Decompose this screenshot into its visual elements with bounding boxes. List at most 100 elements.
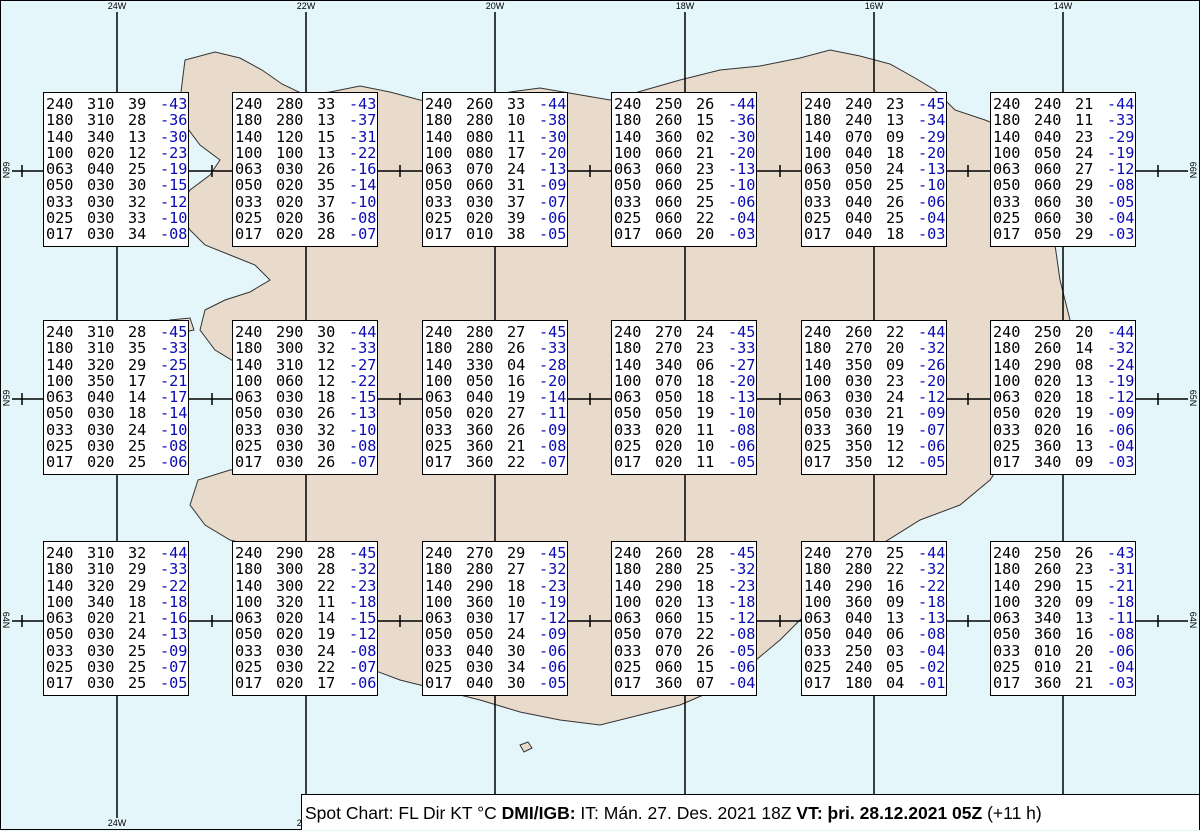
wind-direction: 050 <box>466 371 494 390</box>
wind-direction: 290 <box>1034 576 1062 595</box>
wind-speed: 35 <box>317 176 336 195</box>
wind-direction: 340 <box>87 127 115 146</box>
wind-direction: 060 <box>655 176 683 195</box>
flight-level: 140 <box>993 355 1021 374</box>
wind-direction: 020 <box>276 609 304 628</box>
temperature: -04 <box>1107 658 1135 677</box>
flight-level: 063 <box>235 609 263 628</box>
wind-speed: 24 <box>507 625 526 644</box>
flight-level: 240 <box>993 544 1021 562</box>
wind-direction: 030 <box>276 641 304 660</box>
wind-speed: 38 <box>507 225 526 244</box>
wind-speed: 34 <box>128 225 147 244</box>
wind-speed: 14 <box>128 388 147 407</box>
flight-level: 140 <box>614 576 642 595</box>
wind-direction: 340 <box>87 592 115 611</box>
wind-speed: 26 <box>1075 544 1094 562</box>
wind-direction: 010 <box>1034 641 1062 660</box>
wind-speed: 24 <box>696 323 715 341</box>
wind-speed: 10 <box>507 592 526 611</box>
wind-direction: 360 <box>466 592 494 611</box>
temperature: -18 <box>918 592 946 611</box>
wind-speed: 35 <box>128 339 147 358</box>
temperature: -32 <box>539 560 567 579</box>
wind-direction: 290 <box>1034 355 1062 374</box>
wind-speed: 33 <box>317 95 336 113</box>
wind-speed: 21 <box>1075 95 1094 113</box>
wind-direction: 040 <box>466 674 494 693</box>
temperature: -32 <box>728 560 756 579</box>
wind-direction: 350 <box>845 437 873 456</box>
wind-direction: 340 <box>1034 453 1062 472</box>
temperature: -06 <box>1107 641 1135 660</box>
wind-direction: 310 <box>87 323 115 341</box>
wind-direction: 020 <box>1034 388 1062 407</box>
wind-speed: 12 <box>886 437 905 456</box>
wind-speed: 24 <box>128 420 147 439</box>
wind-direction: 030 <box>87 674 115 693</box>
wind-direction: 040 <box>845 143 873 162</box>
wind-speed: 29 <box>128 576 147 595</box>
wind-speed: 28 <box>317 560 336 579</box>
temperature: -08 <box>349 641 377 660</box>
flight-level: 025 <box>804 437 832 456</box>
flight-level: 240 <box>46 323 74 341</box>
wind-direction: 070 <box>466 160 494 179</box>
flight-level: 063 <box>614 388 642 407</box>
wind-direction: 340 <box>655 355 683 374</box>
lat-label-left: 65N <box>1 389 11 407</box>
flight-level: 063 <box>993 609 1021 628</box>
wind-direction: 120 <box>276 127 304 146</box>
flight-level: 100 <box>46 371 74 390</box>
flight-level: 033 <box>614 420 642 439</box>
flight-level: 100 <box>425 592 453 611</box>
flight-level: 050 <box>425 176 453 195</box>
wind-direction: 030 <box>845 371 873 390</box>
flight-level: 140 <box>993 576 1021 595</box>
flight-level: 025 <box>614 437 642 456</box>
wind-speed: 04 <box>507 355 526 374</box>
wind-speed: 28 <box>317 225 336 244</box>
flight-level: 025 <box>425 658 453 677</box>
wind-direction: 320 <box>1034 592 1062 611</box>
flight-level: 240 <box>425 95 453 113</box>
temperature: -27 <box>728 355 756 374</box>
wind-direction: 300 <box>276 560 304 579</box>
wind-speed: 24 <box>1075 143 1094 162</box>
wind-speed: 19 <box>317 625 336 644</box>
temperature: -33 <box>1107 111 1135 130</box>
wind-direction: 270 <box>655 323 683 341</box>
temperature: -08 <box>539 437 567 456</box>
wind-speed: 25 <box>696 176 715 195</box>
wind-direction: 280 <box>466 111 494 130</box>
wind-speed: 26 <box>507 339 526 358</box>
flight-level: 050 <box>425 404 453 423</box>
